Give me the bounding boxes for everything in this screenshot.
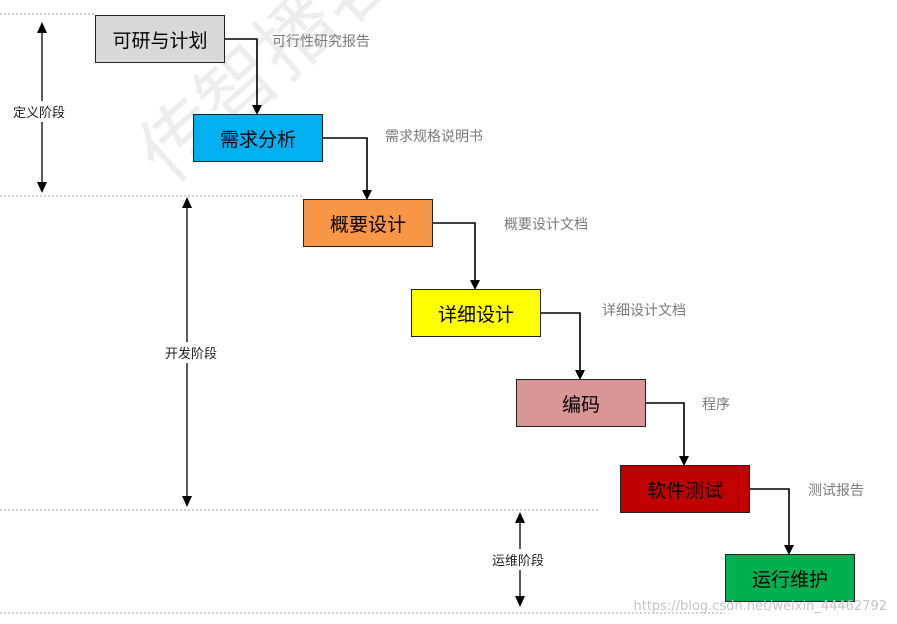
stage-label: 概要设计 [329, 213, 406, 236]
phase-label: 运维阶段 [492, 549, 545, 570]
stage-box-6: 软件测试 [620, 465, 750, 513]
stage-output-label: 概要设计文档 [504, 217, 588, 233]
flow-arrow [646, 402, 689, 466]
phase-label: 开发阶段 [165, 342, 218, 363]
flow-arrow [323, 137, 372, 200]
stage-label: 需求分析 [219, 128, 296, 151]
flow-arrow [433, 222, 480, 290]
stage-box-3: 概要设计 [303, 199, 433, 247]
footer-url: https://blog.csdn.net/weixin_44462792 [633, 599, 887, 614]
flow-arrow [541, 312, 585, 380]
stage-output-label: 需求规格说明书 [385, 129, 483, 145]
stage-label: 软件测试 [646, 479, 723, 502]
stage-box-5: 编码 [516, 379, 646, 427]
phase-arrowhead-up [515, 512, 525, 523]
stage-label: 编码 [561, 393, 600, 416]
stage-output-label: 可行性研究报告 [272, 34, 370, 50]
phase-arrowhead-up [182, 197, 192, 208]
flow-arrow [750, 488, 794, 555]
stage-label: 可研与计划 [112, 29, 208, 52]
stage-box-4: 详细设计 [411, 289, 541, 337]
stage-output-label: 详细设计文档 [602, 303, 686, 319]
flow-arrow [225, 38, 262, 115]
phase-label: 定义阶段 [13, 101, 66, 122]
phase-arrowhead-down [182, 496, 192, 507]
stage-box-7: 运行维护 [725, 554, 855, 602]
stage-output-label: 程序 [702, 397, 730, 413]
phase-arrowhead-down [37, 182, 47, 193]
stage-box-1: 可研与计划 [95, 15, 225, 63]
phase-arrowhead-up [37, 22, 47, 33]
stage-label: 运行维护 [751, 568, 828, 591]
stage-output-label: 测试报告 [808, 483, 864, 499]
phase-arrowhead-down [515, 596, 525, 607]
stage-box-2: 需求分析 [193, 114, 323, 162]
stage-label: 详细设计 [437, 303, 514, 326]
